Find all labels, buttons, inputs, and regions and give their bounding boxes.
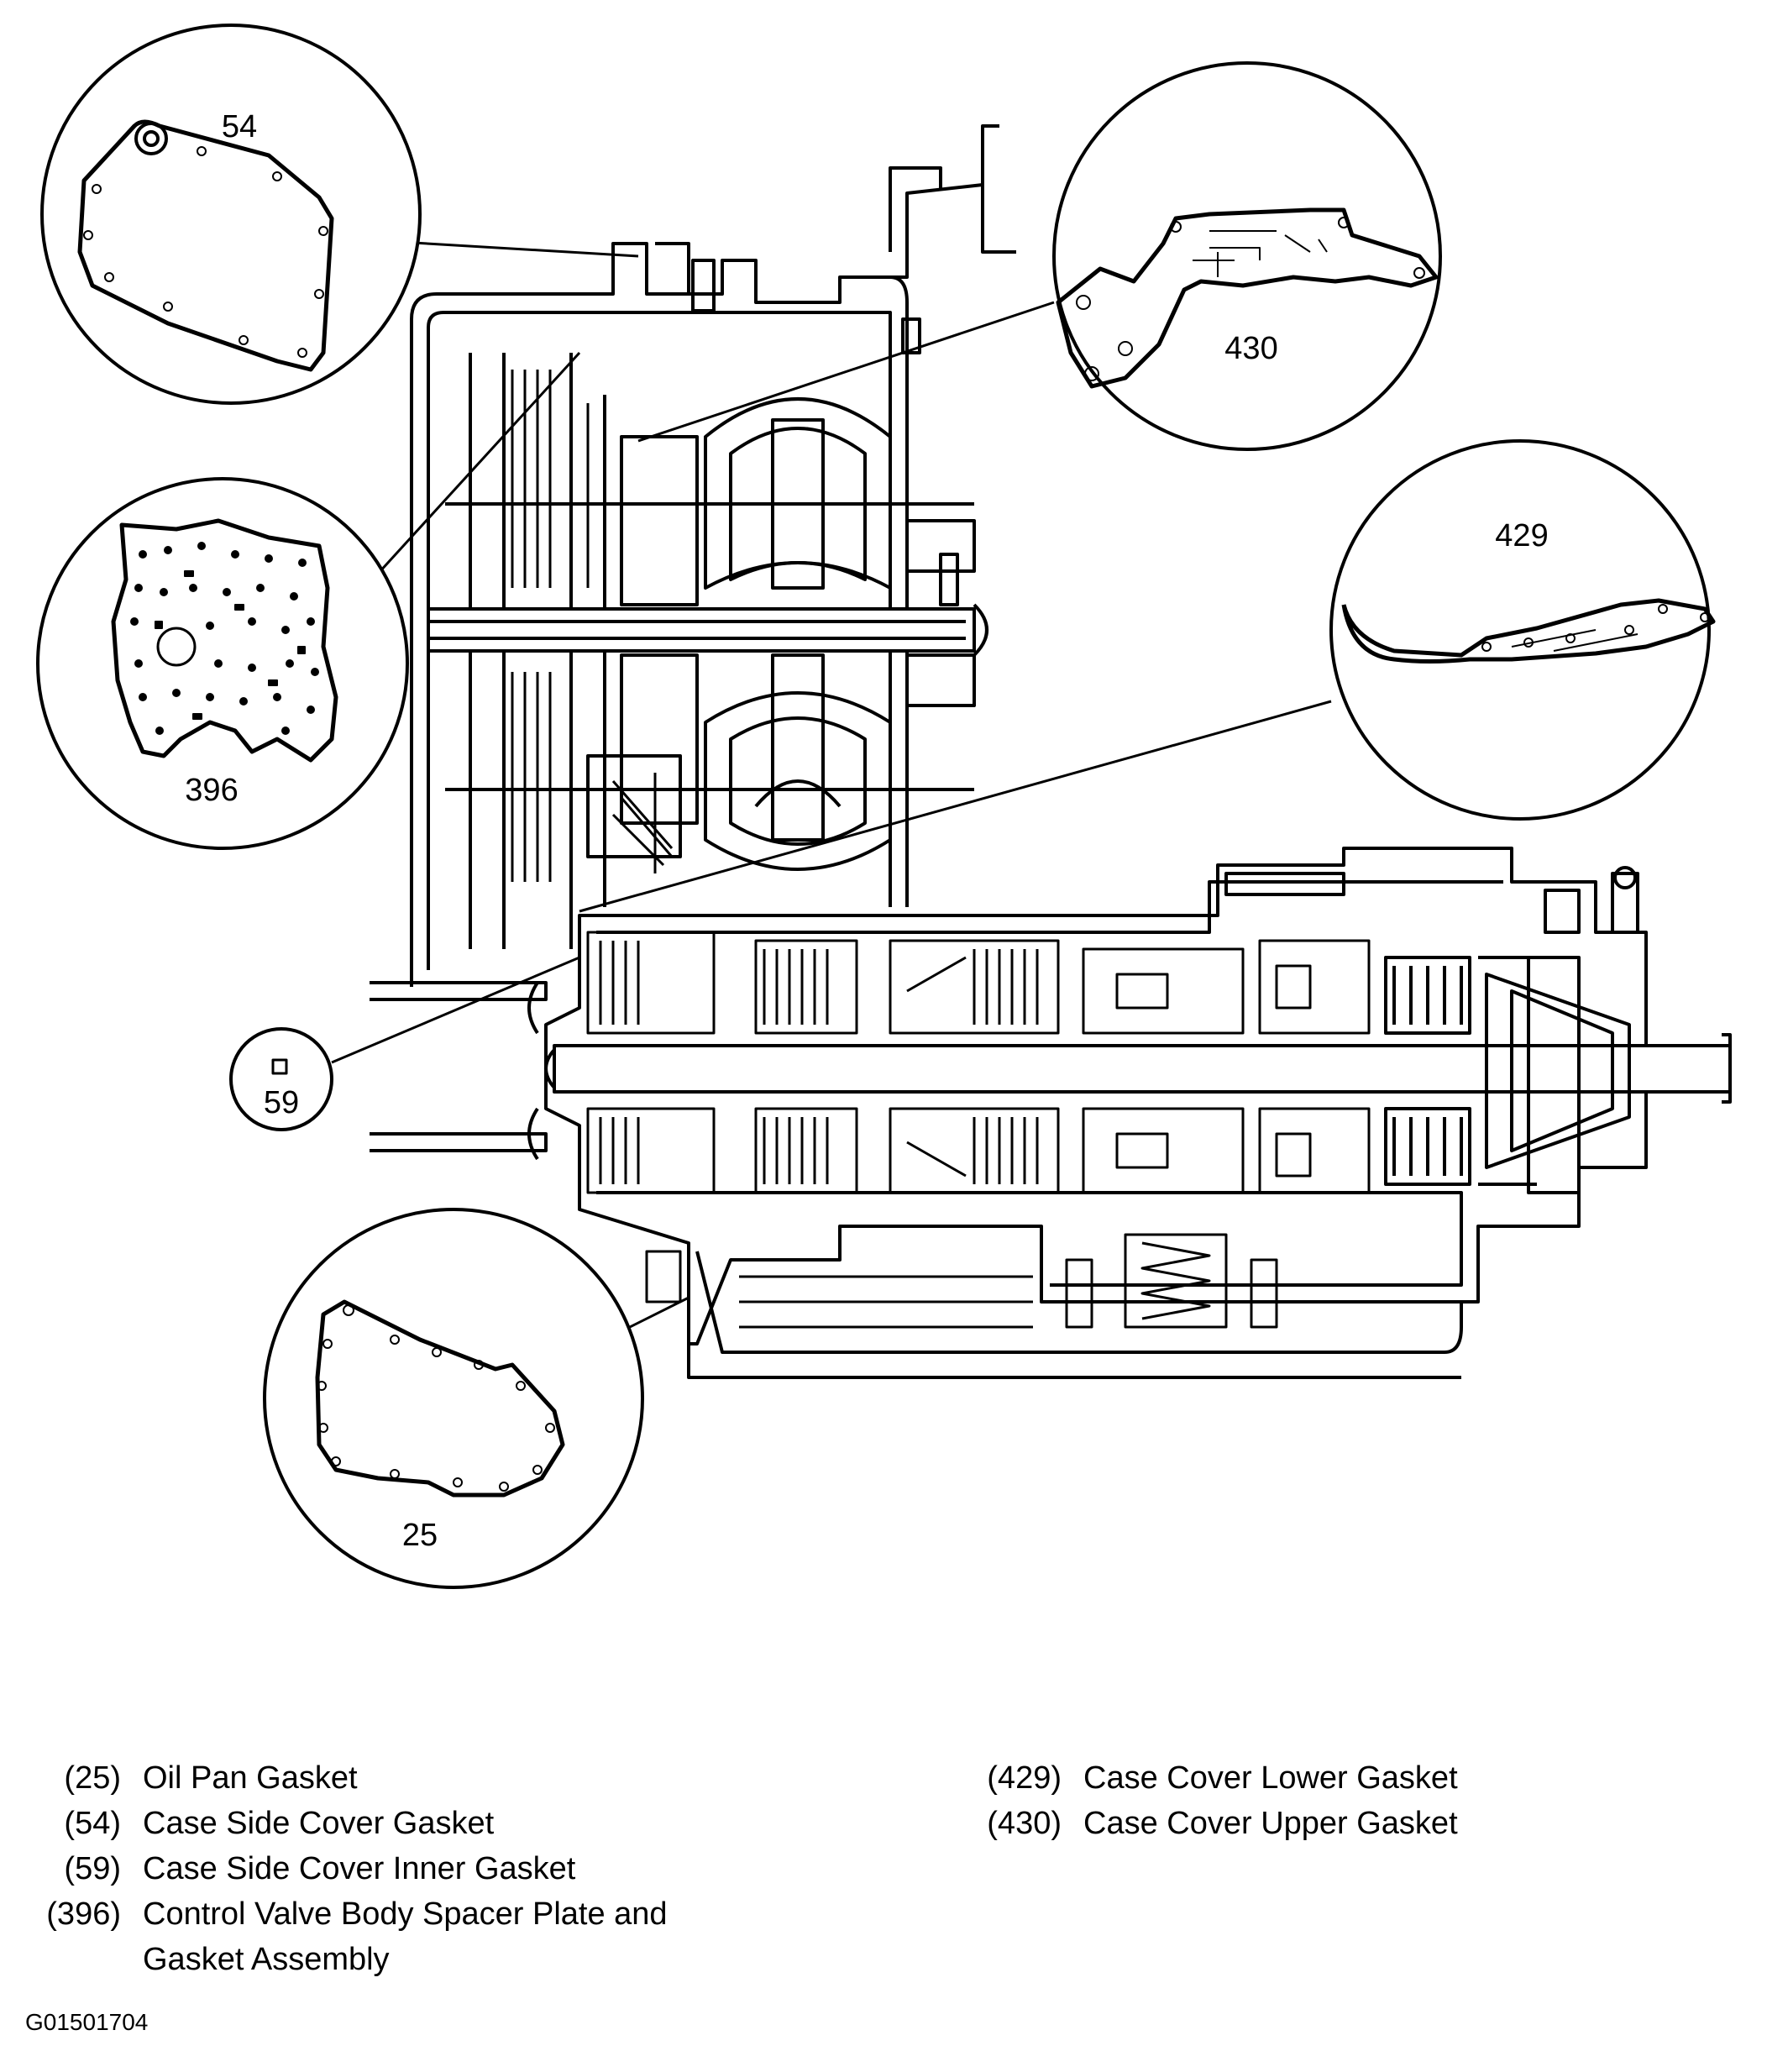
callout-25: 25 bbox=[402, 1518, 438, 1553]
callout-labels: 54 430 429 396 59 25 bbox=[185, 109, 1548, 1553]
differential-assembly bbox=[1384, 956, 1631, 1194]
legend-label: Oil Pan Gasket bbox=[143, 1760, 358, 1796]
callout-430: 430 bbox=[1224, 331, 1277, 366]
lower-valve-body bbox=[645, 1233, 1278, 1329]
callout-54: 54 bbox=[222, 109, 257, 144]
detail-circle-429 bbox=[1329, 439, 1716, 821]
callout-429: 429 bbox=[1495, 518, 1548, 553]
callout-59: 59 bbox=[264, 1085, 299, 1120]
legend-label: Case Cover Upper Gasket bbox=[1083, 1806, 1458, 1841]
legend-number: (59) bbox=[64, 1851, 121, 1886]
legend-item-396: (396) Control Valve Body Spacer Plate an… bbox=[25, 1891, 907, 1982]
transmission-gasket-diagram: 54 430 429 396 59 25 bbox=[36, 24, 1732, 1589]
legend-number: (430) bbox=[987, 1806, 1062, 1841]
legend-label: Case Cover Lower Gasket bbox=[1083, 1760, 1458, 1796]
detail-circle-59 bbox=[229, 1027, 333, 1131]
case-left-flange bbox=[370, 981, 548, 1161]
output-shaft bbox=[544, 1033, 1732, 1104]
callout-396: 396 bbox=[185, 773, 238, 808]
figure-id: G01501704 bbox=[25, 2009, 149, 2035]
transmission-case-upper bbox=[410, 124, 1016, 987]
legend-label: Case Side Cover Gasket bbox=[143, 1806, 495, 1841]
torque-converter-section bbox=[586, 397, 976, 871]
legend-label: Case Side Cover Inner Gasket bbox=[143, 1851, 576, 1886]
detail-circle-396 bbox=[36, 477, 409, 850]
gear-clutch-packs-lower bbox=[586, 931, 1371, 1194]
legend-item-430: (430) Case Cover Upper Gasket bbox=[966, 1801, 1722, 1846]
clutch-pack-upper bbox=[511, 370, 674, 882]
detail-circle-430 bbox=[1052, 61, 1442, 451]
legend-label: Control Valve Body Spacer Plate and Gask… bbox=[143, 1891, 907, 1982]
detail-circle-25 bbox=[263, 1208, 644, 1589]
transmission-case-lower bbox=[544, 847, 1648, 1379]
legend-left-column: (25) Oil Pan Gasket (54) Case Side Cover… bbox=[25, 1755, 907, 1982]
detail-circle-54 bbox=[40, 24, 422, 405]
legend-number: (429) bbox=[987, 1760, 1062, 1796]
legend-number: (396) bbox=[46, 1896, 121, 1932]
legend-number: (54) bbox=[64, 1806, 121, 1841]
legend-item-25: (25) Oil Pan Gasket bbox=[25, 1755, 907, 1801]
legend-item-59: (59) Case Side Cover Inner Gasket bbox=[25, 1846, 907, 1891]
legend-label-line2: Gasket Assembly bbox=[143, 1942, 390, 1977]
legend-item-54: (54) Case Side Cover Gasket bbox=[25, 1801, 907, 1846]
legend-right-column: (429) Case Cover Lower Gasket (430) Case… bbox=[966, 1755, 1722, 1846]
legend-label-line1: Control Valve Body Spacer Plate and bbox=[143, 1896, 668, 1932]
legend-number: (25) bbox=[64, 1760, 121, 1796]
input-shaft-upper bbox=[427, 603, 988, 657]
legend-item-429: (429) Case Cover Lower Gasket bbox=[966, 1755, 1722, 1801]
